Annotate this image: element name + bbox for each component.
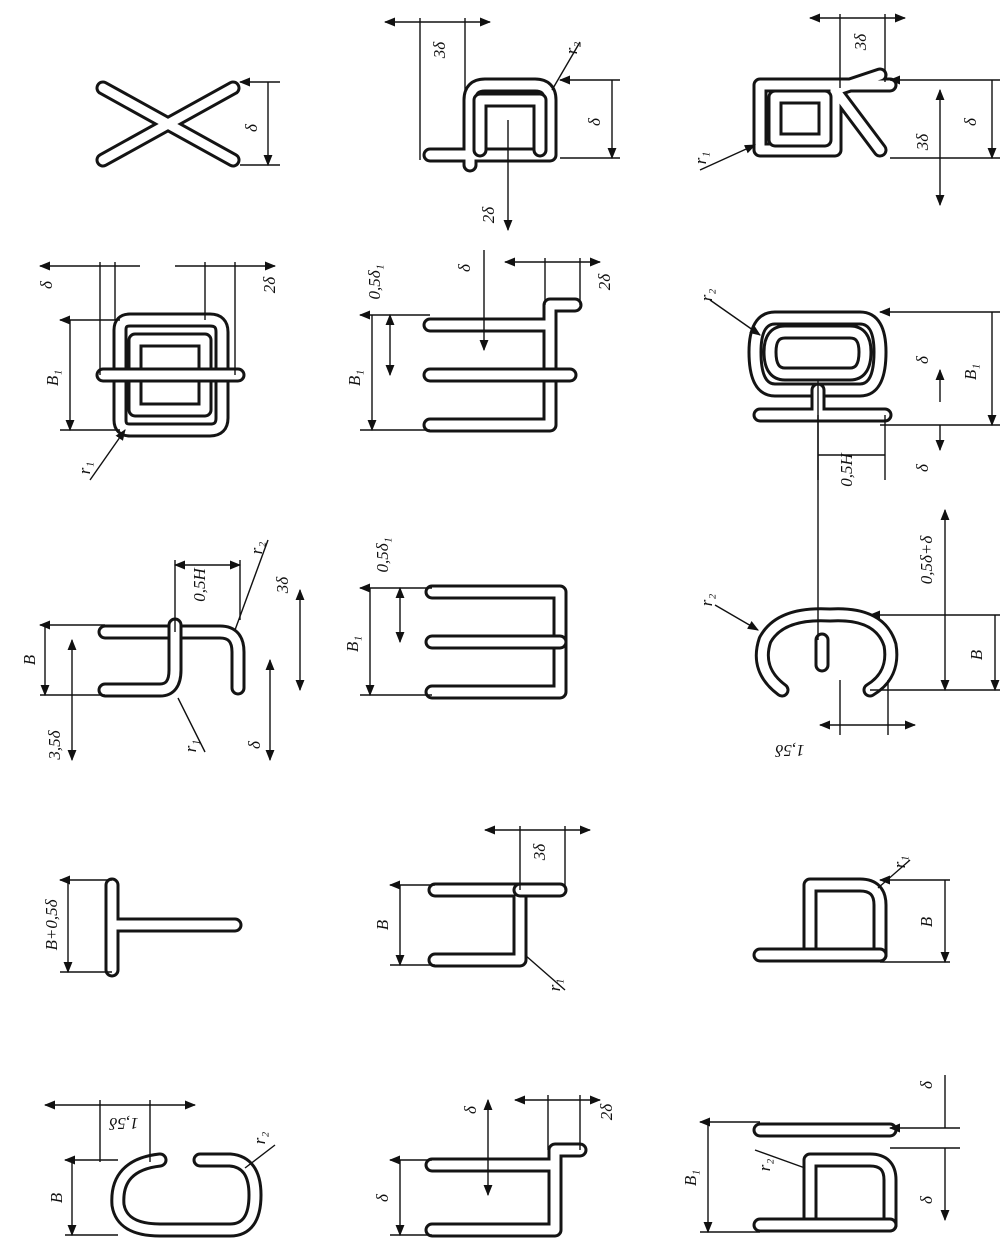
dim-label-delta-2: δ <box>585 117 604 126</box>
dim-label-r2-3: r₂ <box>247 542 266 555</box>
profile-h-channel: 0,5H B 3,5δ 3δ δ r₂ r₁ <box>20 539 305 762</box>
dim-label-r1-3: r₁ <box>181 740 200 753</box>
dim-label-half-delta-one-1: 0,5δ₁ <box>365 264 384 299</box>
dim-label-r1-5: r₁ <box>890 856 909 869</box>
dim-label-three-delta-2: 3δ <box>851 33 870 52</box>
dim-label-delta-7: δ <box>913 463 932 472</box>
profile-comb-two-step: δ δ 2δ <box>373 1095 616 1235</box>
dim-label-two-delta-3: 2δ <box>595 273 614 291</box>
dim-label-1-5-delta-2: 1,5δ <box>108 1114 138 1133</box>
profile-double-loop: δ 2δ B₁ r₁ <box>37 262 279 481</box>
profile-e-comb: B₁ 0,5δ₁ <box>343 537 568 695</box>
dim-label-delta-10: δ <box>461 1105 480 1114</box>
profile-oval-bulb: B₁ δ δ 0,5H r₂ <box>697 289 1000 487</box>
profile-hook-bulb: 3δ δ 2δ r₂ <box>383 17 620 232</box>
dim-label-b-3: B <box>373 919 392 930</box>
dim-label-r1-4: r₁ <box>545 979 564 992</box>
dim-label-r2-2: r₂ <box>697 289 716 302</box>
dim-label-3-5-delta: 3,5δ <box>45 729 64 760</box>
dim-label-two-delta-4: 2δ <box>597 1103 616 1121</box>
dim-label-delta-1: δ <box>242 123 261 132</box>
dim-label-b-2: B <box>967 649 986 660</box>
dim-label-1-5-delta-1: 1,5δ <box>774 741 804 760</box>
dim-label-half-delta-plus-delta: 0,5δ+δ <box>917 535 936 585</box>
profile-u-lip: 3δ B r₁ <box>373 825 592 992</box>
profile-box-angled-lips: 3δ δ 3δ r₁ <box>691 13 1000 207</box>
dim-label-delta-6: δ <box>913 355 932 364</box>
profile-box-top-lip: B₁ δ δ r₂ <box>681 1075 960 1232</box>
profile-comb-three: B₁ 0,5δ₁ δ 2δ <box>345 250 614 430</box>
dim-label-three-delta-3: 3δ <box>913 133 932 152</box>
dim-label-r2-5: r₂ <box>250 1132 269 1145</box>
dim-label-b-sub-5: B₁ <box>681 1170 700 1186</box>
dim-label-b-4: B <box>917 916 936 927</box>
dim-label-three-delta: 3δ <box>430 41 449 60</box>
profile-b-shape: B r₁ <box>752 856 950 962</box>
dim-label-b-sub-3: B₁ <box>961 364 980 380</box>
dim-label-r2-4: r₂ <box>697 594 716 607</box>
dim-label-two-delta-1: 2δ <box>479 206 498 224</box>
dim-label-delta-11: δ <box>917 1080 936 1089</box>
dim-label-half-h-2: 0,5H <box>190 567 209 602</box>
dim-label-delta-12: δ <box>917 1195 936 1204</box>
dim-label-r2-1: r₂ <box>562 42 581 55</box>
dim-label-delta-5: δ <box>455 263 474 272</box>
dim-label-b-plus: B+0,5δ <box>42 898 61 950</box>
dim-label-r1-1: r₁ <box>691 152 710 165</box>
profile-c-clip: B 0,5δ+δ 1,5δ r₂ <box>697 380 1000 760</box>
dim-label-three-delta-4: 3δ <box>273 576 292 595</box>
profile-j-hook: 1,5δ B r₂ <box>43 1100 276 1235</box>
dim-label-r2-6: r₂ <box>755 1159 774 1172</box>
dim-label-delta-9: δ <box>373 1193 392 1202</box>
dim-label-r1-2: r₁ <box>75 462 94 475</box>
dim-label-delta-8: δ <box>245 740 264 749</box>
dim-label-two-delta-2: 2δ <box>260 276 279 294</box>
dim-label-delta-4: δ <box>37 280 56 289</box>
dim-label-b-5: B <box>47 1192 66 1203</box>
dim-label-b-sub-4: B₁ <box>343 636 362 652</box>
dim-label-three-delta-5: 3δ <box>530 843 549 862</box>
dim-label-b-1: B <box>20 654 39 665</box>
dim-label-b-sub-2: B₁ <box>345 370 364 386</box>
dim-label-half-delta-one-2: 0,5δ₁ <box>373 537 392 572</box>
dim-label-b-sub-1: B₁ <box>43 370 62 386</box>
dim-label-delta-3: δ <box>961 117 980 126</box>
profile-t-bar: B+0,5δ <box>42 880 243 972</box>
profile-x-shape: δ <box>95 82 280 165</box>
dim-label-half-h-1: 0,5H <box>837 452 856 487</box>
